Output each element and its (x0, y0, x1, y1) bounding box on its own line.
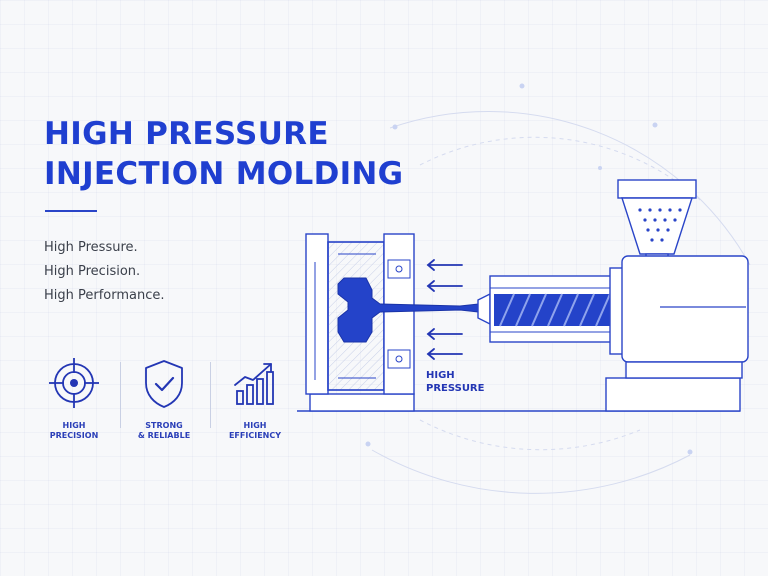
crosshair-target-icon (49, 358, 99, 408)
feature-divider (210, 362, 211, 428)
pressure-arrows (426, 259, 463, 360)
feature-label-line: HIGH (62, 421, 86, 430)
feature-label-line: HIGH (243, 421, 267, 430)
tagline-list: High Pressure. High Precision. High Perf… (44, 238, 165, 310)
mold-cavity-melt (337, 277, 479, 343)
high-pressure-label: HIGH PRESSURE (426, 369, 484, 395)
injection-barrel (489, 275, 625, 343)
title-underline (45, 210, 97, 212)
page-title: HIGH PRESSURE INJECTION MOLDING (44, 114, 403, 194)
tagline-precision: High Precision. (44, 264, 141, 279)
title-line-2: INJECTION MOLDING (44, 156, 404, 192)
nozzle (477, 292, 491, 326)
feature-divider (120, 362, 121, 428)
feature-high-precision: HIGH PRECISION (26, 355, 122, 441)
feature-label: HIGH EFFICIENCY (207, 421, 303, 441)
feature-label-line: & RELIABLE (137, 431, 191, 440)
shield-check-icon (145, 360, 183, 408)
feature-label-line: STRONG (145, 421, 183, 430)
feature-label: HIGH PRECISION (26, 421, 122, 441)
rising-bar-chart-icon (234, 363, 274, 405)
feature-strong-reliable: STRONG & RELIABLE (116, 355, 212, 441)
feature-label-line: PRECISION (49, 431, 99, 440)
drive-housing (609, 255, 749, 379)
feature-label-line: EFFICIENCY (228, 431, 282, 440)
feature-high-efficiency: HIGH EFFICIENCY (207, 355, 303, 441)
machine-base (297, 377, 741, 412)
high-pressure-label-line: PRESSURE (426, 383, 485, 394)
tagline-performance: High Performance. (44, 288, 165, 303)
tagline-pressure: High Pressure. (44, 240, 138, 255)
hopper (617, 179, 697, 269)
feature-label: STRONG & RELIABLE (116, 421, 212, 441)
high-pressure-label-line: HIGH (426, 370, 455, 381)
title-line-1: HIGH PRESSURE (44, 116, 329, 152)
